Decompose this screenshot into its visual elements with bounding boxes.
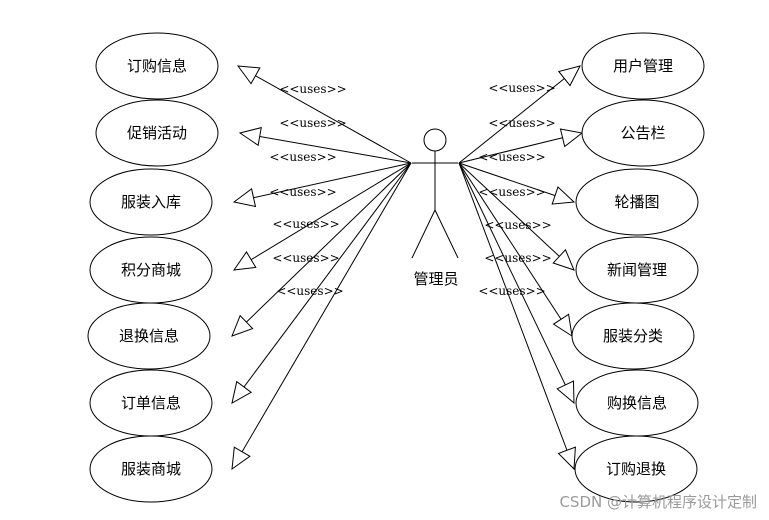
- association-lines: <<uses>> <<uses>> <<uses>> <<uses>> <<uses>>…: [231, 65, 584, 471]
- right-use-case-label: 公告栏: [620, 124, 665, 142]
- left-use-case-ellipse: [95, 32, 219, 100]
- right-association-1-line: [458, 65, 581, 164]
- right-use-case-label: 服装分类: [603, 327, 663, 345]
- right-association-2-line: [458, 132, 583, 164]
- right-association-4-arrowhead: [552, 248, 575, 271]
- left-association-7-arrowhead: [231, 446, 251, 471]
- right-use-case-label: 订购退换: [606, 460, 666, 478]
- left-association-1-line: [237, 65, 412, 164]
- left-use-case-label: 促销活动: [127, 124, 187, 142]
- right-uses-label: <<uses>>: [488, 116, 555, 130]
- left-use-case-label: 积分商城: [121, 261, 181, 279]
- left-association-2-line: [239, 132, 412, 164]
- right-association-6-arrowhead: [556, 380, 575, 405]
- actor-right-leg: [434, 209, 459, 259]
- left-uses-label: <<uses>>: [272, 251, 339, 265]
- left-use-case-label: 订购信息: [127, 57, 187, 75]
- right-association-3-arrowhead: [551, 186, 576, 205]
- right-use-case-ellipse: [581, 32, 705, 100]
- left-association-4-arrowhead: [232, 251, 257, 271]
- left-use-case-ellipse: [87, 302, 211, 370]
- right-association-5-arrowhead: [552, 313, 573, 338]
- right-association-4-line: [458, 162, 575, 271]
- watermark: CSDN @计算机程序设计定制: [559, 493, 757, 511]
- right-use-case-label: 购换信息: [607, 394, 667, 412]
- left-association-4-line: [233, 162, 412, 271]
- actor-head: [423, 128, 447, 152]
- right-association-7-arrowhead: [557, 446, 576, 471]
- left-uses-label: <<uses>>: [269, 150, 336, 164]
- actor-label: 管理员: [413, 270, 458, 288]
- left-association-1-arrowhead: [236, 65, 261, 85]
- actor: [411, 128, 459, 259]
- right-use-case-label: 用户管理: [613, 57, 673, 75]
- right-use-case-ellipse: [571, 302, 695, 370]
- right-uses-label: <<uses>>: [478, 284, 545, 298]
- right-uses-label: <<uses>>: [478, 185, 545, 199]
- right-uses-label: <<uses>>: [484, 251, 551, 265]
- right-association-7-line: [458, 162, 575, 470]
- left-use-case-label: 退换信息: [119, 327, 179, 345]
- right-uses-label: <<uses>>: [484, 218, 551, 232]
- left-association-2-arrowhead: [238, 126, 262, 147]
- left-use-case-ellipse: [95, 99, 219, 167]
- left-uses-label: <<uses>>: [272, 217, 339, 231]
- right-uses-label: <<uses>>: [488, 81, 555, 95]
- actor-left-leg: [411, 209, 436, 259]
- left-association-3-line: [233, 162, 412, 203]
- left-association-3-arrowhead: [232, 188, 257, 208]
- left-association-5-arrowhead: [231, 314, 254, 337]
- left-uses-label: <<uses>>: [269, 185, 336, 199]
- left-use-case-ellipse: [89, 168, 213, 236]
- right-use-case-ellipse: [574, 435, 698, 503]
- left-uses-label: <<uses>>: [279, 116, 346, 130]
- left-use-case-label: 服装商城: [121, 460, 181, 478]
- left-use-case-label: 订单信息: [121, 394, 181, 412]
- left-association-5-line: [231, 162, 412, 337]
- left-association-6-arrowhead: [231, 380, 253, 404]
- right-uses-label: <<uses>>: [478, 150, 545, 164]
- left-use-case-ellipse: [89, 435, 213, 503]
- left-uses-label: <<uses>>: [279, 82, 346, 96]
- right-association-2-arrowhead: [559, 128, 584, 148]
- left-association-7-line: [231, 162, 412, 470]
- right-association-6-line: [458, 162, 575, 404]
- right-use-case-label: 轮播图: [614, 193, 659, 211]
- right-association-1-arrowhead: [557, 65, 581, 87]
- left-association-6-line: [231, 162, 412, 404]
- left-use-case-label: 服装入库: [121, 193, 181, 211]
- left-uses-label: <<uses>>: [276, 284, 343, 298]
- right-use-case-ellipse: [575, 168, 699, 236]
- right-use-case-label: 新闻管理: [607, 261, 667, 279]
- right-association-5-line: [458, 162, 573, 337]
- right-use-case-ellipse: [581, 99, 705, 167]
